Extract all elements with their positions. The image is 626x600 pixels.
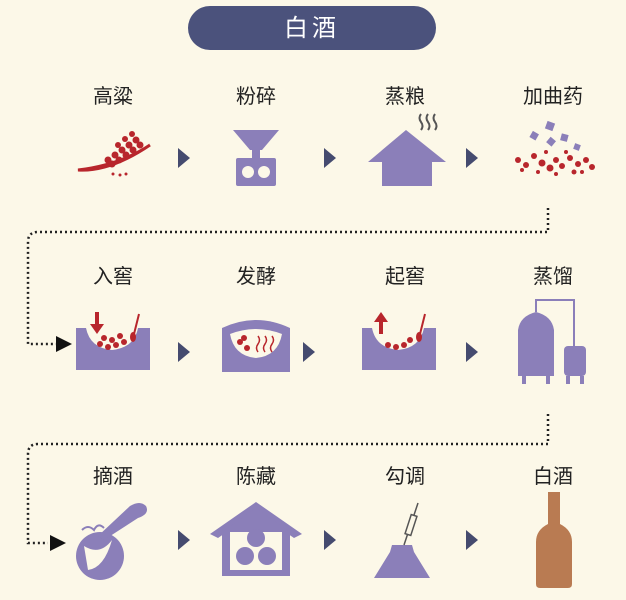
storage-cellar-icon xyxy=(210,502,302,576)
blending-icon xyxy=(374,502,430,578)
arrow-right-icon xyxy=(324,530,336,550)
step-label: 发酵 xyxy=(236,264,276,288)
fermentation-pit-icon xyxy=(222,320,290,372)
arrow-right-icon xyxy=(466,342,478,362)
arrow-right-icon xyxy=(303,342,315,362)
diagram-title: 白酒 xyxy=(188,6,436,50)
connector-arrowhead xyxy=(56,336,72,352)
step-label: 蒸馏 xyxy=(533,264,573,288)
step-label: 摘酒 xyxy=(93,464,133,488)
step-label: 入窖 xyxy=(93,264,133,288)
connector-arrowhead xyxy=(50,535,66,551)
arrow-right-icon xyxy=(324,148,336,168)
distiller-icon xyxy=(518,299,586,384)
bottle-icon xyxy=(536,492,572,588)
step-label: 蒸粮 xyxy=(385,84,425,108)
sorghum-icon xyxy=(77,131,151,177)
step-label: 陈藏 xyxy=(236,464,276,488)
arrow-right-icon xyxy=(466,148,478,168)
arrow-right-icon xyxy=(466,530,478,550)
step-label: 勾调 xyxy=(385,464,425,488)
pit-in-icon xyxy=(76,312,150,370)
arrow-right-icon xyxy=(178,530,190,550)
grinder-icon xyxy=(233,130,279,186)
step-label: 加曲药 xyxy=(523,84,583,108)
step-label: 高粱 xyxy=(93,84,133,108)
arrow-right-icon xyxy=(178,148,190,168)
dotted-connector xyxy=(26,208,550,545)
yeast-mixing-icon xyxy=(515,120,595,176)
step-label: 起窖 xyxy=(385,264,425,288)
steaming-house-icon xyxy=(368,113,446,186)
pit-out-icon xyxy=(362,312,436,370)
step-label: 粉碎 xyxy=(236,84,276,108)
step-label: 白酒 xyxy=(533,464,573,488)
arrow-right-icon xyxy=(178,342,190,362)
liquor-collecting-icon xyxy=(76,503,147,580)
